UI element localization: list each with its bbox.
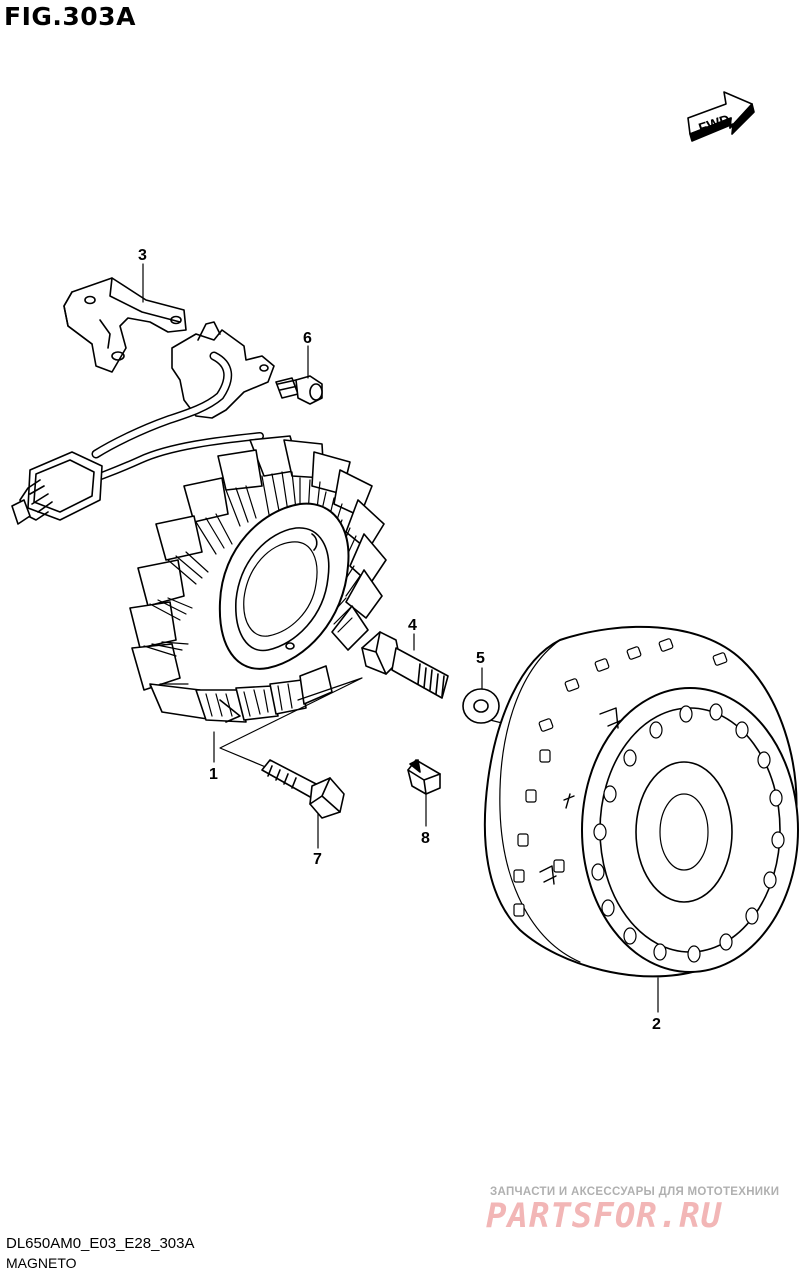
leader-lines [142,263,659,1013]
callout-6: 6 [303,330,312,347]
callout-7: 7 [313,851,322,868]
fwd-arrow-icon: FWD [687,91,755,142]
diagram-code: DL650AM0_E03_E28_303A [6,1235,195,1252]
part-5-washer [462,688,500,724]
stator-bolt-guide [219,677,363,769]
part-6-bolt [275,375,323,405]
part-8-key [407,759,441,795]
diagram-name: MAGNETO [6,1255,77,1271]
part-1-stator [129,435,387,723]
watermark-brand: PARTSFOR.RU [486,1196,723,1236]
part-2-rotor [483,625,799,978]
callout-8: 8 [421,830,430,847]
wire-harness [11,321,275,525]
callout-3: 3 [138,247,147,264]
part-7-bolt [261,759,345,819]
callout-4: 4 [408,617,417,634]
figure-title: FIG.303A [4,2,136,31]
watermark-tagline: ЗАПЧАСТИ И АКСЕССУАРЫ ДЛЯ МОТОТЕХНИКИ [490,1186,780,1198]
part-3-bracket [63,277,187,373]
part-4-bolt [361,631,449,699]
callout-2: 2 [652,1016,661,1033]
callout-1: 1 [209,766,218,783]
callout-5: 5 [476,650,485,667]
